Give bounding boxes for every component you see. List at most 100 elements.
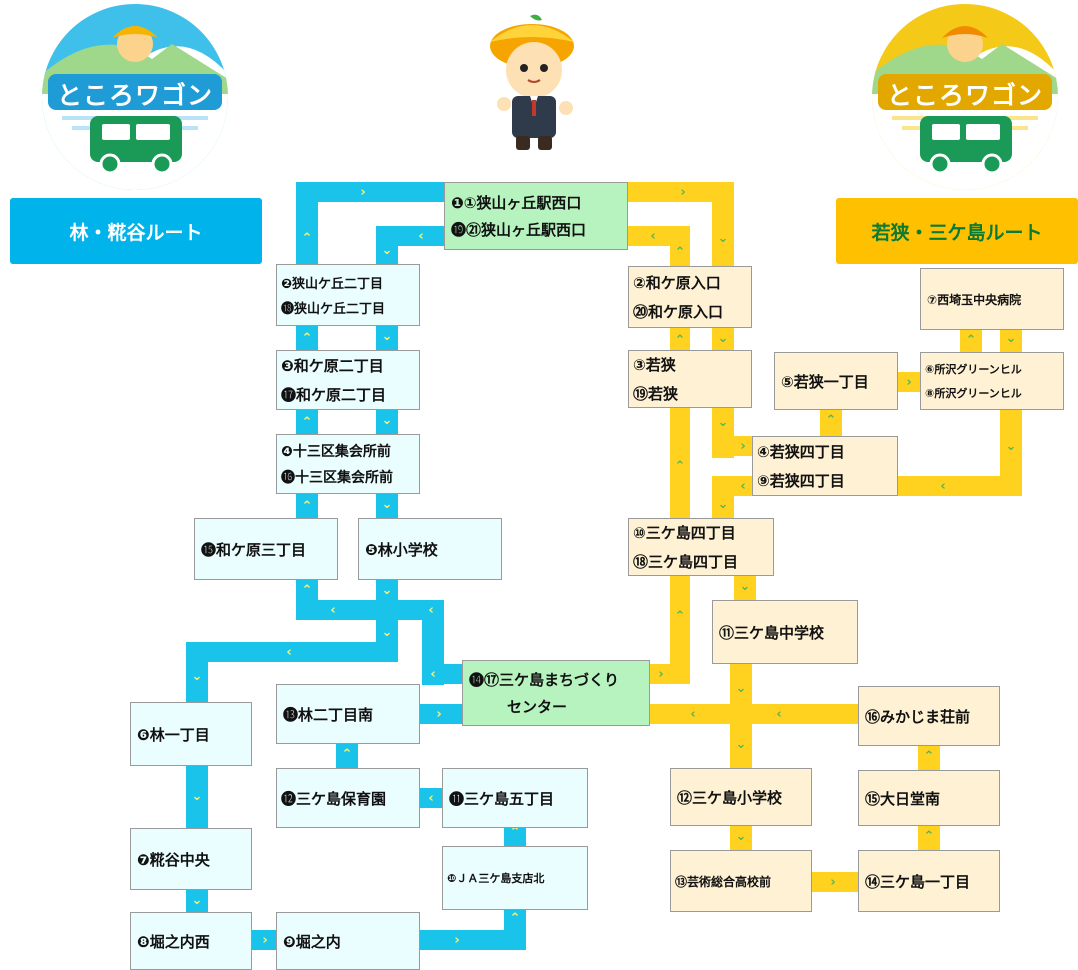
- stop-wakahara-3chome[interactable]: ⓯和ケ原三丁目: [194, 518, 338, 580]
- stop-tokorozawa-greenhill[interactable]: ⑥所沢グリーンヒル ⑧所沢グリーンヒル: [920, 352, 1064, 410]
- direction-arrow: ⌃: [923, 829, 935, 844]
- direction-arrow: ⌃: [301, 499, 313, 514]
- stop-label: ⓬三ケ島保育園: [281, 789, 387, 808]
- stop-wakasa[interactable]: ③若狭 ⑲若狭: [628, 350, 752, 408]
- logo-graphic: [42, 26, 228, 190]
- stop-wakasa-4chome[interactable]: ④若狭四丁目 ⑨若狭四丁目: [752, 436, 898, 496]
- stop-label: ⓱和ケ原二丁目: [281, 386, 387, 404]
- yellow-route-band: [960, 330, 982, 352]
- stop-geijutsu-sogo-high[interactable]: ⑬芸術総合高校前: [670, 850, 812, 912]
- direction-arrow: ⌃: [965, 333, 977, 348]
- stop-wakasa-1chome[interactable]: ⑤若狭一丁目: [774, 352, 898, 410]
- stop-dainichido-minami[interactable]: ⑮大日堂南: [858, 770, 1000, 826]
- stop-label: ④若狭四丁目: [757, 443, 845, 461]
- stop-mikajima-junior-high[interactable]: ⑪三ケ島中学校: [712, 600, 858, 664]
- stop-hayashi-2chome-minami[interactable]: ⓭林二丁目南: [276, 684, 420, 744]
- stop-sayamagaoka-2chome[interactable]: ❷狭山ケ丘二丁目 ⓲狭山ケ丘二丁目: [276, 264, 420, 326]
- blue-route-band: [296, 494, 318, 518]
- stop-ja-mikajima-branch-north[interactable]: ❿ＪＡ三ケ島支店北: [442, 846, 588, 910]
- direction-arrow: ⌄: [191, 893, 203, 908]
- blue-route-band: [296, 182, 318, 264]
- yellow-route-band: [712, 436, 756, 456]
- yellow-route-band: [918, 746, 940, 770]
- stop-mikajima-elementary[interactable]: ⑫三ケ島小学校: [670, 768, 812, 826]
- stop-label: ⓰十三区集会所前: [281, 470, 393, 486]
- mascot-illustration: [482, 12, 582, 154]
- stop-nishisaitama-chuo-hospital[interactable]: ⑦西埼玉中央病院: [920, 268, 1064, 330]
- direction-arrow: ⌄: [717, 331, 729, 346]
- direction-arrow: ‹: [428, 603, 434, 618]
- direction-arrow: ⌄: [381, 497, 393, 512]
- blue-route-band: [418, 930, 526, 950]
- yellow-route-band: [712, 328, 734, 350]
- stop-label: ②和ケ原入口: [633, 274, 721, 292]
- blue-route-band: [504, 910, 526, 950]
- blue-route-band: [296, 182, 446, 202]
- direction-arrow: ‹: [286, 645, 292, 660]
- yellow-route-band: [918, 826, 940, 850]
- direction-arrow: ›: [454, 933, 460, 948]
- direction-arrow: ⌄: [717, 497, 729, 512]
- stop-label: ③若狭: [633, 356, 676, 374]
- blue-route-band: [422, 664, 464, 684]
- direction-arrow: ‹: [330, 603, 336, 618]
- stop-label: ❷狭山ケ丘二丁目: [281, 277, 384, 292]
- stop-label: ⓫三ケ島五丁目: [449, 789, 555, 808]
- stop-label: ⓭林二丁目南: [283, 705, 374, 724]
- stop-wakahara-iriguchi[interactable]: ②和ケ原入口 ⑳和ケ原入口: [628, 266, 752, 328]
- stop-label: ⑦西埼玉中央病院: [927, 292, 1022, 307]
- stop-horinouchi-nishi[interactable]: ❽堀之内西: [130, 912, 252, 970]
- direction-arrow: ⌃: [301, 231, 313, 246]
- blue-route-band: [336, 744, 358, 768]
- yellow-route-band: [1000, 330, 1022, 352]
- stop-sayamagaoka-station-west[interactable]: ❶①狭山ヶ丘駅西口 ⓳㉑狭山ヶ丘駅西口: [444, 182, 628, 250]
- stop-mikajima-5chome[interactable]: ⓫三ケ島五丁目: [442, 768, 588, 828]
- stop-kojiya-chuo[interactable]: ❼糀谷中央: [130, 828, 252, 890]
- direction-arrow: ‹: [428, 791, 434, 806]
- direction-arrow: ⌄: [735, 737, 747, 752]
- blue-route-label: 林・糀谷ルート: [10, 198, 262, 264]
- stop-hayashi-1chome[interactable]: ❻林一丁目: [130, 702, 252, 766]
- blue-route-band: [186, 642, 208, 702]
- blue-route-band: [376, 410, 398, 434]
- yellow-route-label: 若狭・三ケ島ルート: [836, 198, 1078, 264]
- yellow-route-band: [734, 576, 756, 600]
- direction-arrow: ›: [360, 185, 366, 200]
- direction-arrow: ›: [658, 667, 664, 682]
- yellow-route-band: [1000, 408, 1022, 496]
- stop-label: ⑳和ケ原入口: [633, 303, 724, 321]
- direction-arrow: ›: [830, 875, 836, 890]
- stop-mikajima-nursery[interactable]: ⓬三ケ島保育園: [276, 768, 420, 828]
- stop-label: ❸和ケ原二丁目: [281, 357, 384, 375]
- right-logo-badge: ところワゴン TOKOROZAWA CITY: [872, 4, 1058, 190]
- direction-arrow: ⌃: [509, 825, 521, 840]
- direction-arrow: ‹: [740, 479, 746, 494]
- yellow-route-band: [812, 872, 858, 892]
- blue-route-band: [418, 704, 462, 724]
- direction-arrow: ‹: [940, 479, 946, 494]
- stop-jusanku-shukaisho[interactable]: ❹十三区集会所前 ⓰十三区集会所前: [276, 434, 420, 494]
- stop-mikajima-1chome[interactable]: ⑭三ケ島一丁目: [858, 850, 1000, 912]
- stop-mikajima-machizukuri-center[interactable]: ⓮⑰三ケ島まちづくり センター: [462, 660, 650, 726]
- direction-arrow: ⌄: [735, 681, 747, 696]
- stop-label: ⑮大日堂南: [865, 789, 941, 808]
- yellow-route-band: [712, 476, 734, 518]
- blue-route-band: [186, 642, 398, 662]
- stop-wakahara-2chome[interactable]: ❸和ケ原二丁目 ⓱和ケ原二丁目: [276, 350, 420, 410]
- stop-mikajima-4chome[interactable]: ⑩三ケ島四丁目 ⑱三ケ島四丁目: [628, 518, 774, 576]
- direction-arrow: ⌃: [674, 333, 686, 348]
- direction-arrow: ⌄: [735, 829, 747, 844]
- direction-arrow: ›: [740, 439, 746, 454]
- stop-mikajimaso-mae[interactable]: ⑯みかじま荘前: [858, 686, 1000, 746]
- stop-label: ⑲若狭: [633, 385, 679, 403]
- direction-arrow: ⌃: [674, 609, 686, 624]
- direction-arrow: ›: [680, 185, 686, 200]
- stop-label: ❶①狭山ヶ丘駅西口: [451, 194, 582, 212]
- blue-route-band: [296, 410, 318, 434]
- blue-route-band: [186, 890, 208, 912]
- direction-arrow: ⌃: [923, 749, 935, 764]
- direction-arrow: ⌄: [381, 329, 393, 344]
- stop-hayashi-elementary[interactable]: ❺林小学校: [358, 518, 502, 580]
- stop-horinouchi[interactable]: ❾堀之内: [276, 912, 420, 970]
- blue-route-band: [376, 326, 398, 350]
